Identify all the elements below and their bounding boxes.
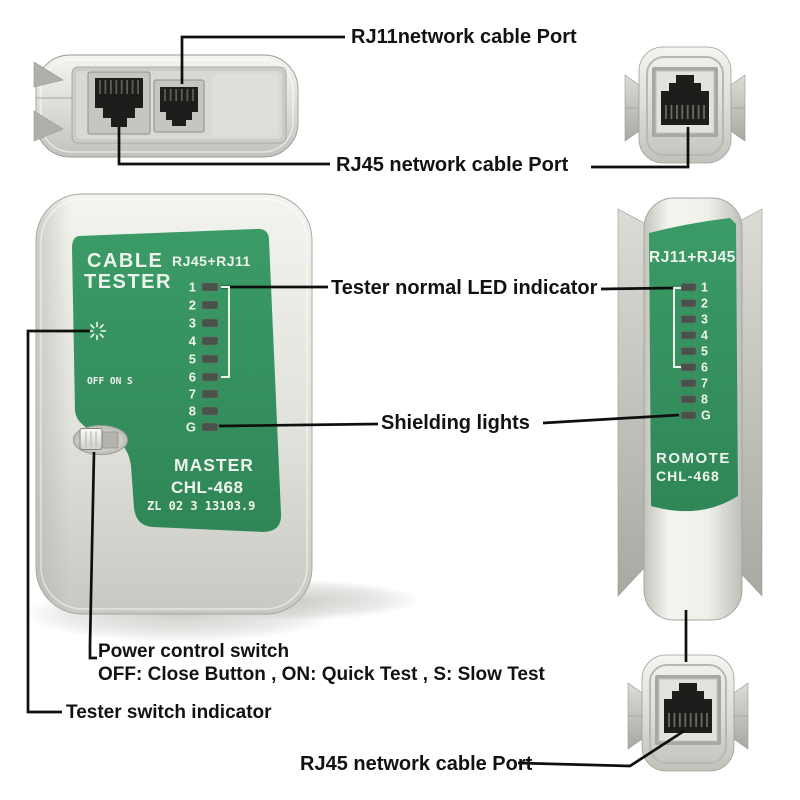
master-led-5: [201, 354, 219, 364]
label-rj11-network-port: RJ11network cable Port: [351, 26, 577, 48]
master-led-column: 1 2 3 4 5 6 7 8 G: [186, 280, 219, 435]
master-unit-name: MASTER: [174, 455, 254, 475]
master-led-label-g: G: [186, 420, 196, 435]
top-view-left-notch-upper: [33, 61, 64, 88]
remote-led-2: [680, 299, 697, 308]
remote-led-label-4: 4: [701, 329, 708, 343]
label-rj45-network-port-top: RJ45 network cable Port: [336, 154, 569, 176]
master-device: CABLE TESTER RJ45+RJ11 1 2 3 4 5: [35, 193, 313, 615]
power-control-switch: [73, 425, 128, 455]
remote-led-1: [680, 283, 697, 292]
master-led-g: [201, 422, 219, 432]
remote-led-g: [680, 411, 697, 420]
master-model: CHL-468: [171, 478, 243, 497]
master-led-label-4: 4: [189, 334, 197, 349]
master-led-label-3: 3: [189, 316, 196, 331]
master-led-label-8: 8: [189, 404, 196, 419]
remote-led-label-6: 6: [701, 361, 708, 375]
remote-led-7: [680, 379, 697, 388]
master-serial: ZL 02 3 13103.9: [147, 499, 255, 513]
callout-line-power-switch: [88, 451, 97, 660]
label-power-switch-desc: OFF: Close Button , ON: Quick Test , S: …: [98, 664, 545, 685]
callout-line-rj45-top-right: [591, 127, 690, 169]
master-led-range-bracket: [221, 286, 230, 378]
callout-line-shield-master: [218, 422, 379, 428]
callout-line-led-remote: [600, 286, 675, 291]
master-led-2: [201, 300, 219, 310]
master-led-3: [201, 318, 219, 328]
remote-left-flap: [617, 208, 647, 597]
remote-led-8: [680, 395, 697, 404]
callout-line-switch-indicator: [26, 329, 90, 714]
label-tester-switch-indicator: Tester switch indicator: [66, 702, 272, 723]
label-rj45-network-port-bottom: RJ45 network cable Port: [300, 753, 533, 775]
remote-unit-name: ROMOTE: [656, 450, 731, 467]
tester-switch-indicator-led: [87, 321, 107, 341]
remote-led-label-1: 1: [701, 281, 708, 295]
label-shielding-lights: Shielding lights: [381, 412, 530, 434]
callout-line-rj45-bottom: [517, 729, 685, 768]
callout-line-shield-remote: [542, 413, 680, 425]
remote-led-label-3: 3: [701, 313, 708, 327]
label-power-switch-title: Power control switch: [98, 641, 290, 662]
remote-led-range-bracket: [673, 287, 681, 368]
remote-device: RJ11+RJ45 1 2 3 4 5 6 7 8: [617, 197, 763, 621]
callout-line-rj45-top-left: [117, 127, 330, 166]
remote-led-label-2: 2: [701, 297, 708, 311]
master-led-7: [201, 389, 219, 399]
remote-led-column: 1 2 3 4 5 6 7 8 G: [680, 281, 711, 423]
callout-line-rj11-top: [180, 35, 345, 84]
master-led-4: [201, 336, 219, 346]
remote-model: CHL-468: [656, 468, 720, 484]
rj11-port-top-view: [153, 79, 205, 133]
remote-led-3: [680, 315, 697, 324]
master-led-1: [201, 282, 219, 292]
remote-led-label-7: 7: [701, 377, 708, 391]
master-led-label-6: 6: [189, 370, 196, 385]
rj45-connector-top: [624, 46, 746, 164]
master-led-label-5: 5: [189, 352, 196, 367]
master-port-label: RJ45+RJ11: [172, 253, 251, 269]
master-switch-positions: OFF ON S: [87, 376, 133, 387]
master-led-6: [201, 372, 219, 382]
top-view-left-notch-lower: [33, 110, 64, 142]
remote-led-label-5: 5: [701, 345, 708, 359]
master-title-line1: CABLE: [87, 250, 163, 272]
rj45-port-top-view: [87, 71, 151, 135]
top-view-blank-plate: [212, 74, 278, 136]
remote-led-5: [680, 347, 697, 356]
remote-led-6: [680, 363, 697, 372]
remote-led-label-g: G: [701, 409, 711, 423]
tester-top-view: [33, 54, 299, 158]
master-led-label-1: 1: [189, 280, 196, 295]
label-tester-normal-led: Tester normal LED indicator: [331, 277, 598, 299]
remote-led-4: [680, 331, 697, 340]
callout-lines: [26, 35, 690, 768]
master-title-line2: TESTER: [84, 271, 172, 293]
rj45-connector-bottom: [627, 654, 749, 772]
remote-port-label: RJ11+RJ45: [649, 249, 736, 266]
remote-led-label-8: 8: [701, 393, 708, 407]
master-led-8: [201, 406, 219, 416]
master-led-label-2: 2: [189, 298, 196, 313]
master-led-label-7: 7: [189, 387, 196, 402]
